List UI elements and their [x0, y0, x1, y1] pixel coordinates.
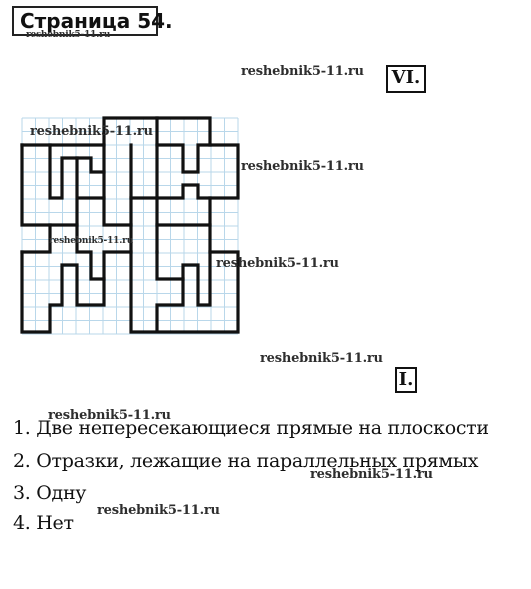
watermark-text: reshebnik5-11.ru — [310, 467, 433, 482]
pattern-segment — [155, 143, 212, 200]
watermark-text: reshebnik5-11.ru — [49, 236, 134, 246]
answer-item-3: 3. Одну — [13, 482, 87, 504]
watermark-text: reshebnik5-11.ru — [260, 351, 383, 366]
pattern-segment — [20, 116, 240, 227]
pattern-segment — [155, 250, 185, 281]
watermark-text: reshebnik5-11.ru — [241, 64, 364, 79]
page-title: Страница 54. — [12, 6, 173, 36]
pattern-segment — [75, 223, 106, 281]
maze-pattern — [20, 116, 240, 334]
watermark-text: reshebnik5-11.ru — [97, 503, 220, 518]
pattern-segment — [20, 250, 240, 334]
pattern-segment — [75, 143, 106, 174]
watermark-text: reshebnik5-11.ru — [26, 30, 111, 40]
section-label-vi: VI. — [386, 65, 426, 93]
answer-item-4: 4. Нет — [13, 512, 74, 534]
watermark-text: reshebnik5-11.ru — [216, 256, 339, 271]
section-label-i: I. — [395, 367, 417, 393]
watermark-text: reshebnik5-11.ru — [48, 408, 171, 423]
answer-item-1: 1. Две непересекающиеся прямые на плоско… — [13, 417, 489, 439]
watermark-text: reshebnik5-11.ru — [30, 124, 153, 139]
watermark-text: reshebnik5-11.ru — [241, 159, 364, 174]
pattern-segment — [20, 223, 52, 254]
answer-item-2: 2. Отразки, лежащие на параллельных прям… — [13, 450, 479, 472]
